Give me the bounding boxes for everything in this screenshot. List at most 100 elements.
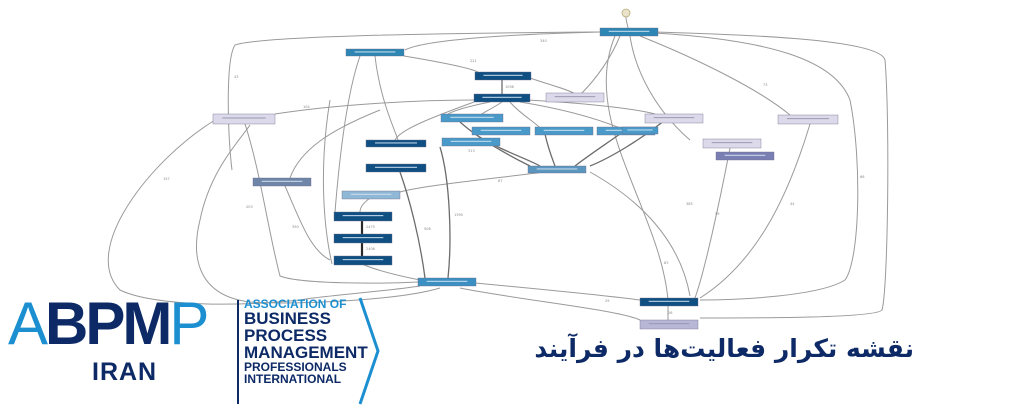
activity-node (345, 48, 405, 57)
edge-count: 340 (540, 39, 547, 43)
activity-node (333, 255, 393, 266)
abpmp-iran-logo: ABPMP IRAN ASSOCIATION OF BUSINESS PROCE… (8, 292, 380, 410)
edge (459, 121, 531, 167)
edge-count: 508 (424, 227, 431, 231)
edge (394, 101, 475, 141)
edge (374, 55, 399, 141)
activity-node (212, 113, 276, 125)
assoc-line: MANAGEMENT (244, 343, 368, 362)
activity-node-label-mark (375, 166, 417, 168)
edge (289, 109, 381, 179)
edge-count: 313 (468, 149, 475, 153)
activity-node-label-mark (554, 96, 596, 98)
edge (274, 99, 475, 115)
edge (399, 171, 546, 193)
activity-node (333, 233, 393, 244)
edge (639, 35, 791, 116)
edge (544, 133, 556, 167)
activity-node-label-mark (261, 180, 303, 182)
activity-node-label-mark (450, 140, 492, 142)
activity-node (440, 113, 504, 123)
activity-node (621, 126, 659, 135)
activity-node (252, 177, 312, 187)
assoc-line: BUSINESS (244, 309, 331, 328)
activity-nodes (212, 27, 839, 330)
edge-count: 43 (234, 75, 238, 79)
edge (589, 171, 691, 297)
activity-node-label-mark (711, 142, 753, 144)
edge-count: 203 (246, 205, 253, 209)
activity-node (545, 92, 605, 103)
edge (107, 119, 421, 305)
assoc-line: INTERNATIONAL (244, 372, 342, 386)
logo-country: IRAN (92, 358, 158, 386)
edge (459, 287, 641, 321)
edge (574, 133, 621, 167)
activity-node-label-mark (480, 129, 522, 131)
edge-count: 29 (605, 299, 609, 303)
edge (361, 263, 421, 281)
activity-node-label-mark (483, 74, 523, 76)
activity-node (417, 277, 477, 287)
activity-node-label-mark (342, 259, 384, 261)
edge-count: 1056 (505, 85, 514, 89)
edge (579, 35, 621, 96)
edge (322, 99, 333, 265)
edge-count: 104 (303, 105, 310, 109)
activity-node (471, 126, 531, 136)
activity-node-label-mark (342, 237, 384, 239)
edge-count-labels: 340 221 1056 104 43 157 203 2475 2406 13… (163, 39, 864, 315)
edge-count: 2475 (366, 225, 375, 229)
edge (694, 147, 731, 299)
activity-node (341, 190, 401, 200)
activity-node-label-mark (222, 117, 266, 119)
activity-node-label-mark (375, 142, 417, 144)
activity-node-label-mark (627, 129, 653, 131)
activity-node (715, 151, 775, 161)
edge-count: 221 (470, 59, 477, 63)
edge (625, 16, 629, 29)
activity-node (644, 113, 704, 124)
logo-association-name: ASSOCIATION OF BUSINESS PROCESS MANAGEME… (244, 298, 368, 385)
edge (447, 101, 491, 115)
edge-count: 1390 (454, 213, 463, 217)
activity-node (777, 114, 839, 125)
edge-count: 87 (498, 179, 502, 183)
edge (605, 35, 669, 301)
activity-node (534, 126, 594, 136)
activity-node (599, 27, 659, 37)
edge (334, 55, 361, 213)
activity-node (473, 93, 531, 103)
edge (284, 185, 331, 261)
activity-node (639, 297, 699, 307)
activity-node-label-mark (787, 118, 829, 120)
edge-count: 59 (715, 212, 719, 216)
activity-node (365, 163, 427, 173)
activity-node-label-mark (350, 193, 392, 195)
activity-node (333, 211, 393, 222)
edge-count: 385 (686, 202, 693, 206)
chevron-right-icon (358, 297, 380, 405)
caption-title: نقشه تکرار فعالیت‌ها در فرآیند (534, 334, 914, 363)
edge (519, 101, 621, 129)
activity-node-label-mark (653, 117, 695, 119)
assoc-line: ASSOCIATION OF (244, 297, 347, 311)
activity-node-label-mark (724, 154, 766, 156)
edge (529, 77, 576, 95)
activity-node-label-mark (450, 116, 494, 118)
activity-node-label-mark (648, 323, 690, 325)
edge-count: 390 (292, 225, 299, 229)
edge (699, 123, 811, 299)
edge (509, 101, 541, 129)
activity-node (474, 71, 532, 81)
edge (403, 55, 479, 73)
edge (404, 31, 601, 51)
assoc-line: PROFESSIONALS (244, 360, 347, 374)
activity-node-label-mark (342, 215, 384, 217)
edge-count: 83 (664, 261, 668, 265)
edge-count: 157 (163, 177, 170, 181)
activity-node-label-mark (536, 168, 578, 170)
activity-node (365, 139, 427, 148)
assoc-line: PROCESS (244, 326, 328, 345)
